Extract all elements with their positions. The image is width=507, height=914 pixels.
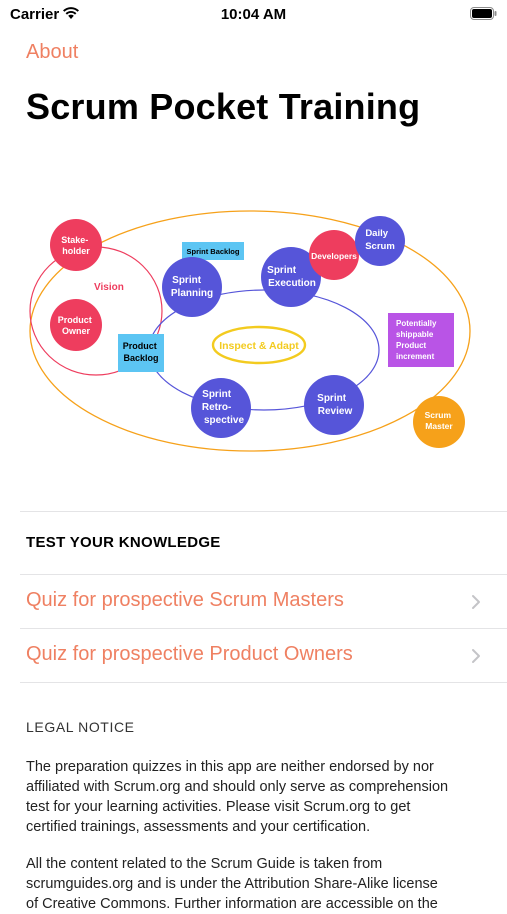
stakeholder-node: Stake- holder — [50, 219, 102, 271]
svg-text:Sprint Review: Sprint Review — [317, 393, 352, 417]
svg-text:Sprint Execution: Sprint Execution — [267, 265, 316, 289]
list-separator — [20, 574, 507, 575]
daily-scrum-node: Daily Scrum — [355, 216, 405, 266]
scrum-master-node: Scrum Master — [413, 396, 465, 448]
page-title: Scrum Pocket Training — [26, 86, 421, 127]
quiz-product-owner-row[interactable]: Quiz for prospective Product Owners — [20, 629, 506, 682]
wifi-icon — [63, 7, 79, 19]
inspect-adapt-label: Inspect & Adapt — [219, 340, 299, 352]
increment-node: Potentially shippable Product increment — [388, 313, 454, 367]
legal-paragraph-1: The preparation quizzes in this app are … — [26, 759, 449, 835]
quiz-scrum-master-row[interactable]: Quiz for prospective Scrum Masters — [20, 575, 506, 628]
scrum-framework-diagram: Inspect & Adapt Stake- holder Vision Pro… — [29, 210, 471, 452]
svg-text:Potentially shippable: Potentially shippable Product increment — [396, 319, 439, 361]
svg-text:Sprint Planning: Sprint Planning — [171, 275, 213, 299]
product-owner-node: Product Owner — [50, 299, 102, 351]
quiz-product-owner-label: Quiz for prospective Product Owners — [26, 643, 353, 665]
list-separator — [20, 682, 507, 683]
svg-text:Sprint Backlog: Sprint Backlog — [187, 247, 240, 256]
sprint-review-node: Sprint Review — [304, 375, 364, 435]
product-backlog-node: Product Backlog — [118, 334, 164, 372]
list-separator — [20, 628, 507, 629]
battery-icon — [470, 7, 497, 20]
quiz-scrum-master-label: Quiz for prospective Scrum Masters — [26, 589, 344, 611]
developers-node: Developers — [309, 230, 359, 280]
chevron-right-icon — [472, 595, 480, 609]
svg-text:Product Backlog: Product Backlog — [123, 341, 160, 363]
legal-paragraph-2: All the content related to the Scrum Gui… — [26, 856, 438, 912]
svg-text:Stake- holder: Stake- holder — [61, 235, 91, 256]
sprint-planning-node: Sprint Planning — [162, 257, 222, 317]
test-knowledge-header: TEST YOUR KNOWLEDGE — [26, 534, 221, 551]
status-time: 10:04 AM — [220, 6, 287, 23]
status-bar: Carrier 10:04 AM — [0, 0, 507, 30]
svg-text:Daily Scrum: Daily Scrum — [365, 228, 395, 252]
sprint-execution-node: Sprint Execution — [261, 247, 321, 307]
about-link[interactable]: About — [26, 41, 79, 63]
chevron-right-icon — [472, 649, 480, 663]
svg-text:Developers: Developers — [311, 251, 357, 261]
section-divider — [20, 511, 507, 512]
inspect-adapt-cycle: Inspect & Adapt — [211, 325, 307, 365]
sprint-retrospective-node: Sprint Retro- spective — [191, 378, 251, 438]
sprint-backlog-node: Sprint Backlog — [182, 242, 244, 260]
outer-ellipse — [29, 210, 471, 452]
carrier-label: Carrier — [10, 6, 60, 23]
vision-label: Vision — [94, 282, 124, 293]
svg-text:Scrum Master: Scrum Master — [425, 410, 454, 431]
svg-text:Product Owner: Product Owner — [58, 315, 95, 336]
legal-notice-header: LEGAL NOTICE — [26, 719, 135, 735]
svg-text:Sprint Retro- spec: Sprint Retro- spective — [202, 389, 245, 426]
